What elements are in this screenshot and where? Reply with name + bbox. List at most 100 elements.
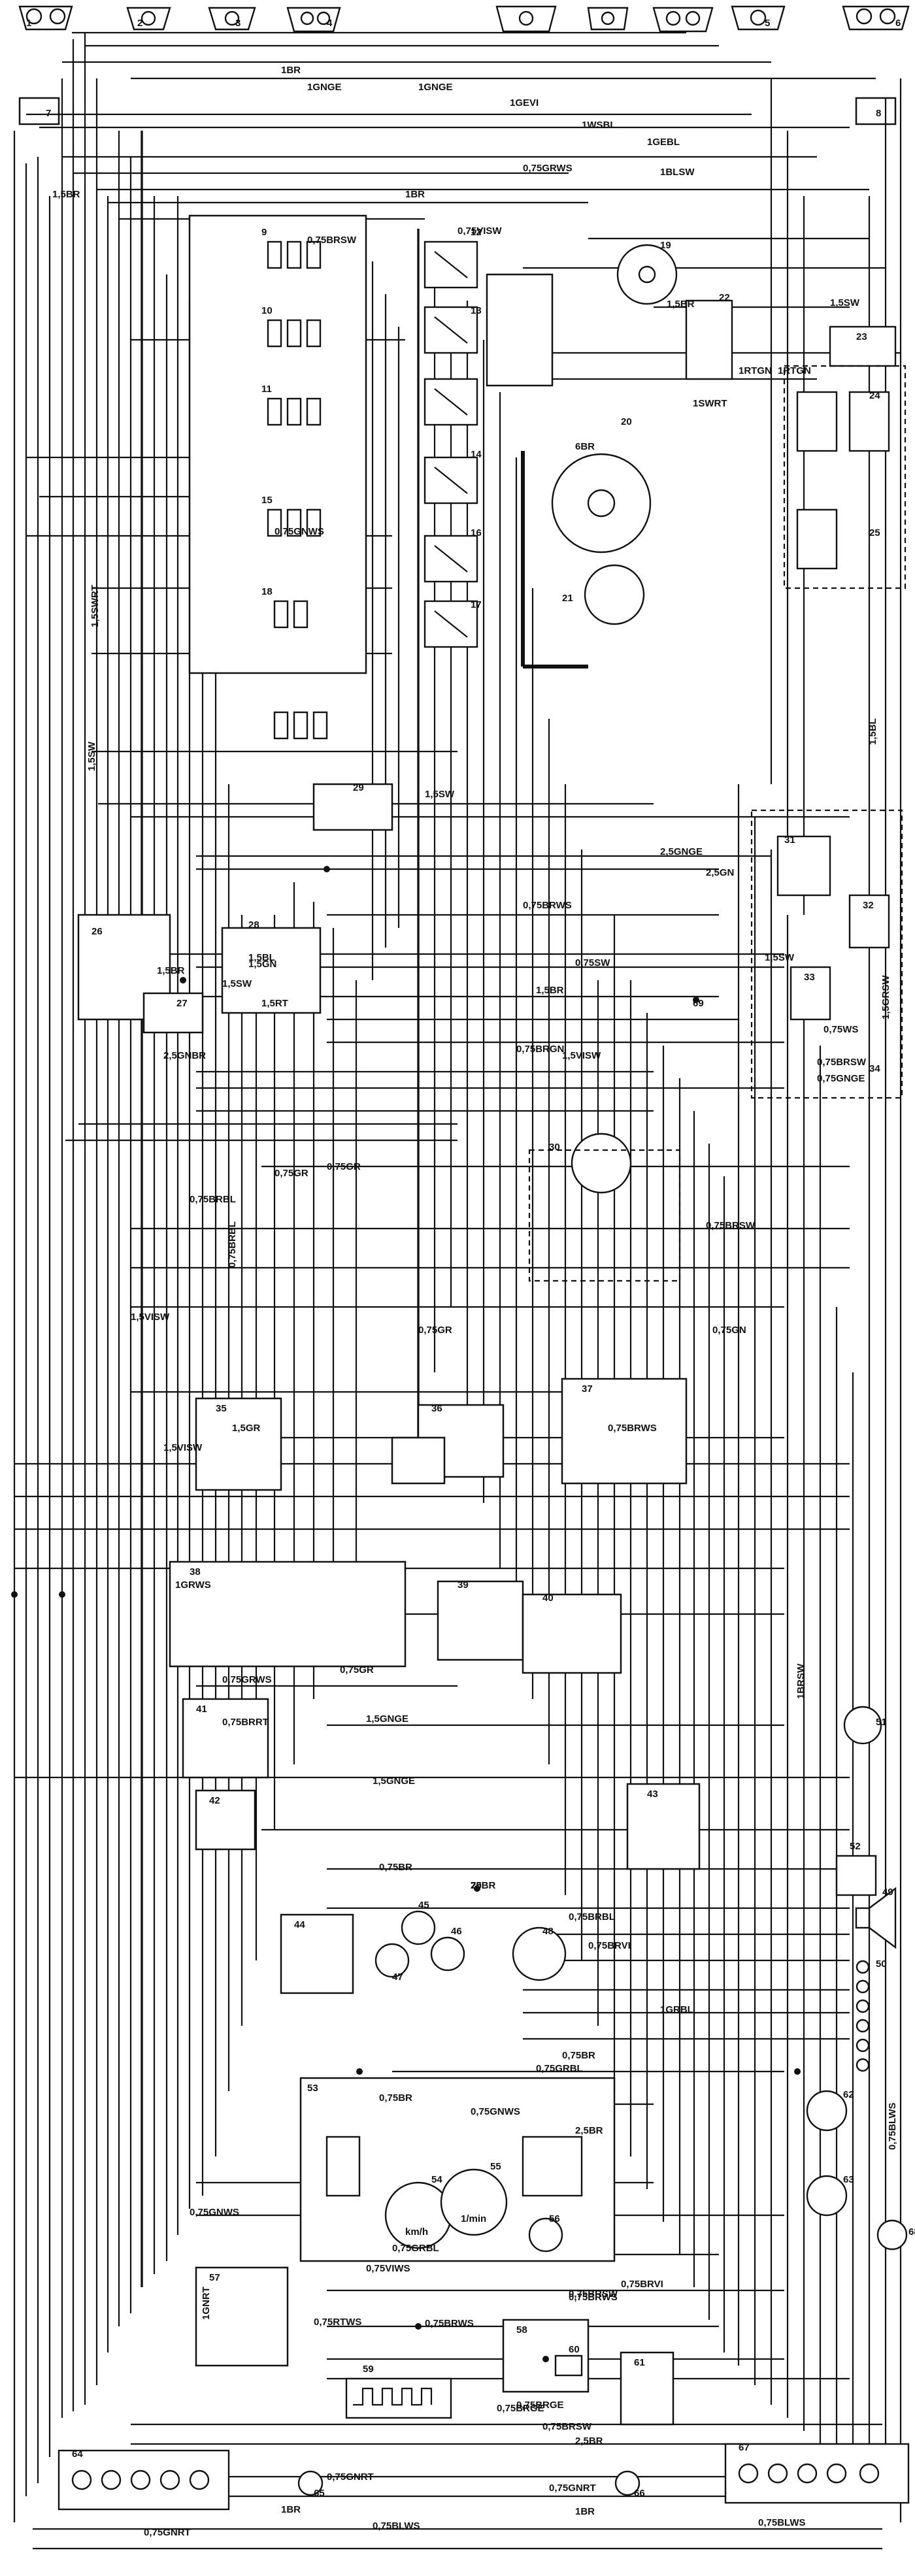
wire-label: 0,75BR — [379, 2092, 412, 2104]
wire-label: 1,5RT — [261, 998, 288, 1009]
wiper-motor — [528, 1132, 681, 1282]
component-number: 55 — [490, 2161, 501, 2172]
component-number: 48 — [542, 1926, 554, 1937]
wire-label: 0,75BRSW — [307, 235, 357, 246]
component-number: 39 — [458, 1579, 469, 1591]
component-number: 44 — [294, 1919, 305, 1930]
wire-label: 1BR — [281, 2504, 301, 2515]
component-number: 65 — [314, 2488, 325, 2499]
component-number: 21 — [562, 593, 573, 604]
component-number: 13 — [471, 305, 482, 316]
wire-label: 0,75GNGE — [817, 1073, 865, 1084]
control-unit-upper — [486, 273, 554, 387]
wire-label: 0,75BRGE — [516, 2400, 564, 2411]
component-number: 69 — [693, 998, 704, 1009]
interior-lamp — [554, 2354, 583, 2377]
component-number: 29 — [353, 782, 364, 793]
component-number: 23 — [856, 331, 867, 342]
wire-label: 1,5GRSW — [880, 975, 891, 1019]
tacho-unit: 1/min — [461, 2213, 486, 2224]
wire-label: 0,75WS — [824, 1024, 858, 1035]
wire-label: 1,5SW — [86, 741, 97, 771]
wire-label: 1,5SW — [765, 952, 795, 963]
component-number: 34 — [869, 1063, 880, 1074]
relay-horn — [280, 1913, 354, 1994]
component-number: 50 — [876, 1958, 887, 1970]
wire-label: 0,75VIWS — [366, 2263, 410, 2274]
component-number: 28 — [248, 919, 259, 931]
component-number: 6 — [895, 18, 901, 29]
lamp-reverse — [806, 2175, 848, 2217]
aux-relay-3 — [796, 508, 838, 570]
rear-window-heater — [345, 2377, 452, 2419]
wire-label: 0,75BRGE — [497, 2403, 544, 2414]
wire-label: 25BR — [471, 1880, 496, 1891]
wire-label: 1,5BL — [248, 952, 275, 963]
wire-label: 0,75BRSW — [569, 2288, 618, 2300]
wire-label: 1,5GNGE — [366, 1713, 408, 1725]
switch-block-a — [776, 835, 831, 897]
wire-label: 1,5SW — [830, 297, 860, 308]
connector-mid — [522, 1593, 622, 1674]
component-number: 57 — [209, 2272, 220, 2283]
component-number: 70 — [471, 1880, 482, 1891]
component-number: 60 — [569, 2344, 580, 2355]
wire-label: 0,75BRVI — [588, 1940, 631, 1951]
wire-label: 1WSBL — [582, 120, 616, 131]
wire-label: 1RTGN — [739, 365, 772, 376]
component-number: 46 — [451, 1926, 462, 1937]
speedo-unit: km/h — [405, 2226, 428, 2237]
component-number: 58 — [516, 2324, 527, 2336]
relay-washer — [182, 1698, 269, 1779]
component-number: 2 — [137, 18, 142, 29]
foglamp-left — [208, 7, 256, 31]
relay-flasher — [437, 1580, 524, 1661]
wire-label: 2,5BR — [575, 2436, 603, 2447]
wire-label: 1GRWS — [175, 1579, 211, 1591]
headlamp-right — [731, 5, 786, 31]
wire-label: 0,75BR — [379, 1862, 412, 1873]
horn-left — [126, 7, 171, 31]
component-number: 26 — [92, 926, 103, 937]
wire-label: 1,5GR — [232, 1423, 261, 1434]
light-switch-assembly — [169, 1560, 407, 1668]
door-switch — [620, 2351, 674, 2426]
ignition-coil — [685, 299, 733, 380]
component-number: 68 — [908, 2226, 915, 2237]
gauge-fuel — [401, 1910, 436, 1945]
component-number: 20 — [621, 416, 632, 427]
switch-unit-d — [561, 1378, 688, 1485]
component-number: 45 — [418, 1900, 429, 1911]
wire-label: 0,75GNWS — [190, 2207, 239, 2218]
wire-label: 2,5GN — [706, 867, 734, 878]
wire-label: 0,75GRBL — [392, 2243, 439, 2254]
wire-label: 1,5BR — [157, 965, 185, 976]
switch-cluster-right — [750, 809, 903, 1099]
wire-label: 1,5SW — [425, 789, 455, 800]
component-number: 38 — [190, 1566, 201, 1577]
wire-label: 0,75BRRT — [222, 1717, 269, 1728]
wire-label: 1,5SW — [222, 978, 252, 989]
component-number: 61 — [634, 2357, 645, 2368]
wire-label: 0,75BLWS — [758, 2517, 806, 2528]
wire-label: 1,5GNGE — [373, 1775, 415, 1787]
headlamp-left — [18, 5, 73, 31]
wire-label: 0,75GNWS — [274, 526, 324, 537]
wire-label: 0,75GNRT — [327, 2471, 374, 2483]
clock — [528, 2217, 563, 2253]
component-number: 33 — [804, 972, 815, 983]
component-number: 53 — [307, 2083, 318, 2094]
relay-rear-wiper — [195, 1789, 256, 1851]
wire-label: 0,75BRSW — [817, 1057, 867, 1068]
wire-label: 0,75GNWS — [471, 2106, 520, 2117]
component-number: 49 — [882, 1887, 893, 1898]
wire-label: 0,75GR — [274, 1168, 308, 1179]
number-plate-lamp-right — [614, 2470, 640, 2496]
wire-label: 1BRSW — [795, 1663, 807, 1699]
aux-relay-1 — [796, 391, 838, 452]
wire-label: 1,5BR — [536, 985, 564, 996]
component-number: 51 — [876, 1717, 887, 1728]
component-number: 37 — [582, 1383, 593, 1395]
relay-box-mid — [221, 927, 322, 1014]
